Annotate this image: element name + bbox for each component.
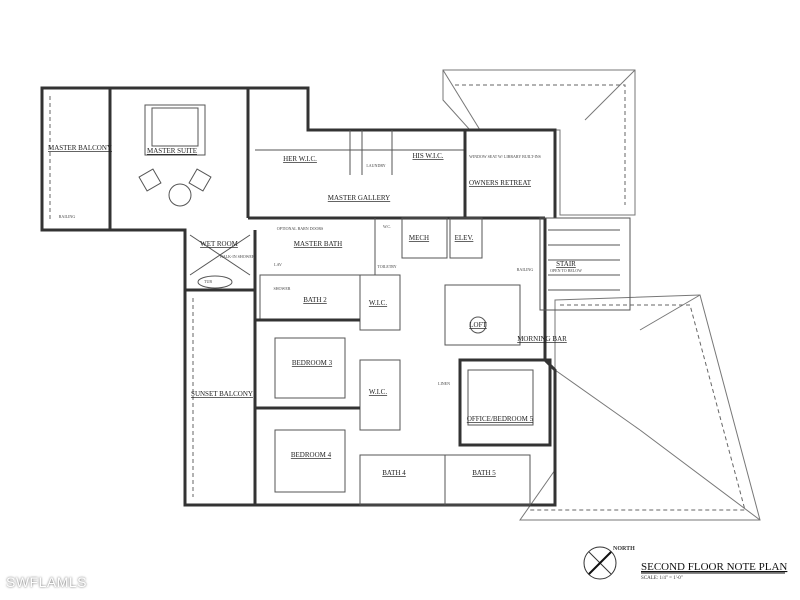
note-walk-in-shower: WALK-IN SHOWER [220, 254, 255, 259]
room-label-master-gallery: MASTER GALLERY [328, 194, 390, 202]
note-wc: W.C. [383, 224, 391, 229]
room-label-morning-bar: MORNING BAR [517, 335, 567, 343]
note-tub: TUB [204, 279, 212, 284]
room-label-bedroom3: BEDROOM 3 [292, 359, 333, 367]
note-railing-balcony: RAILING [59, 214, 76, 219]
room-label-laundry: LAUNDRY [366, 163, 385, 168]
plan-scale: SCALE: 1/4" = 1'-0" [641, 576, 683, 581]
room-label-master-bath: MASTER BATH [294, 240, 342, 248]
room-label-elev: ELEV. [455, 234, 474, 242]
room-label-loft: LOFT [469, 321, 487, 329]
note-barn-doors: OPTIONAL BARN DOORS [277, 226, 324, 231]
room-label-her-wic: HER W.I.C. [283, 155, 317, 163]
roof-outline-north [442, 69, 636, 216]
note-shower: SHOWER [274, 286, 291, 291]
north-arrow-icon [583, 546, 617, 580]
plan-title: SECOND FLOOR NOTE PLAN [641, 561, 787, 573]
note-toiletry: TOILETRY [377, 264, 396, 269]
room-label-master-balcony: MASTER BALCONY [48, 144, 112, 152]
furniture [138, 104, 620, 493]
room-label-office-bedroom5: OFFICE/BEDROOM 5 [467, 415, 534, 423]
room-label-owners-retreat: OWNERS RETREAT [469, 179, 532, 187]
room-label-his-wic: HIS W.I.C. [412, 152, 443, 160]
room-label-wet-room: WET ROOM [200, 240, 239, 248]
room-label-stair: STAIR [556, 260, 576, 268]
note-lav: LAV [274, 262, 282, 267]
watermark: SWFLAMLS [6, 574, 88, 590]
note-window-seat: WINDOW SEAT W/ LIBRARY BUILT-INS [469, 154, 541, 159]
room-label-wic-lower: W.I.C. [369, 388, 387, 396]
note-railing: RAILING [517, 267, 534, 272]
room-label-bedroom4: BEDROOM 4 [291, 451, 332, 459]
room-label-sunset-balcony: SUNSET BALCONY [191, 390, 253, 398]
room-label-bath2: BATH 2 [303, 296, 327, 304]
walls [40, 86, 631, 507]
room-label-mech: MECH [409, 234, 429, 242]
room-label-master-suite: MASTER SUITE [147, 147, 197, 155]
north-label: NORTH [613, 546, 635, 552]
note-linen: LINEN [438, 381, 450, 386]
note-open-to-below: OPEN TO BELOW [550, 268, 582, 273]
room-label-bath4: BATH 4 [382, 469, 406, 477]
room-label-bath5: BATH 5 [472, 469, 496, 477]
room-label-wic-upper: W.I.C. [369, 299, 387, 307]
